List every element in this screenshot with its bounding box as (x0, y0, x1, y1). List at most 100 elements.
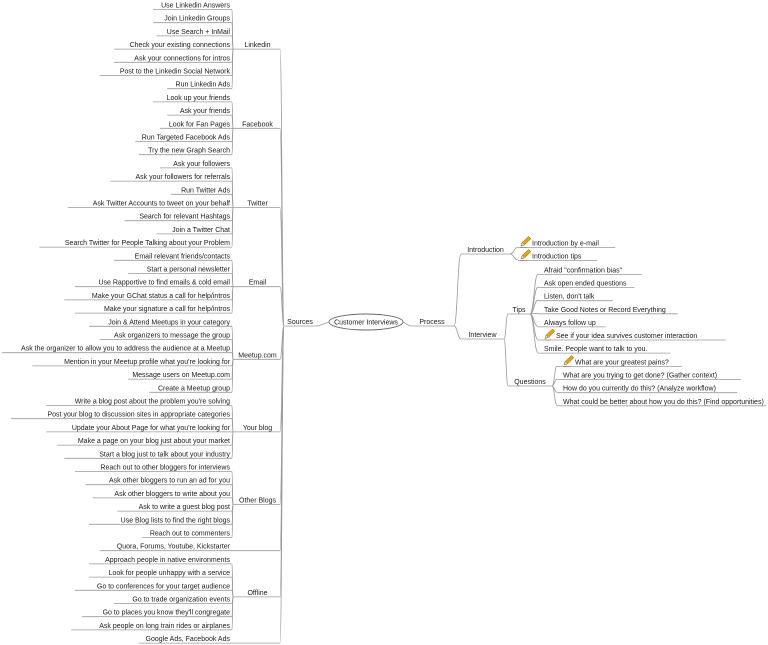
source-item: Post your blog to discussion sites in ap… (48, 412, 231, 419)
source-item: Ask organizers to message the group (114, 333, 230, 340)
category-twitter: Twitter (247, 201, 268, 208)
source-item: Look up your friends (167, 95, 231, 102)
source-item: Ask your connections for intros (134, 55, 230, 62)
pencil-icon (544, 328, 556, 341)
source-item: Ask your followers (173, 161, 230, 168)
pencil-icon (520, 249, 532, 261)
source-item: Use Linkedin Answers (161, 3, 230, 10)
source-item: Make your signature a call for help/intr… (104, 306, 231, 313)
tip-item: Afraid "confirmation bias" (544, 268, 623, 275)
source-item: Post to the Linkedin Social Network (120, 69, 231, 76)
source-item: Quora, Forums, Youtube, Kickstarter (117, 544, 231, 551)
category-to-item-link (231, 127, 234, 156)
source-item: Go to conferences for your target audien… (97, 583, 230, 590)
tips-label: Tips (513, 307, 526, 314)
source-item: Join Linkedin Groups (164, 16, 230, 23)
category-to-item-link (231, 207, 234, 248)
source-item: Update your About Page for what you're l… (72, 425, 231, 432)
interview-label: Interview (468, 332, 497, 339)
source-item: Try the new Graph Search (148, 148, 230, 155)
source-item: Go to places you know they'll congregate (103, 610, 231, 617)
source-item: Reach out to commenters (150, 531, 231, 538)
pencil-icon (563, 355, 575, 367)
sources-to-item-link (279, 325, 285, 644)
source-item: Approach people in native environments (105, 557, 230, 564)
tip-item: Take Good Notes or Record Everything (544, 307, 666, 314)
category-to-item-link (231, 504, 234, 538)
category-to-item-link (231, 431, 234, 459)
category-linkedin: Linkedin (244, 42, 270, 49)
source-item: Message users on Meetup.com (132, 372, 230, 379)
category-email: Email (249, 280, 267, 287)
source-item: Ask the organizer to allow you to addres… (21, 346, 230, 353)
process-to-interview-link (453, 325, 462, 340)
question-item: What could be better about how you do th… (563, 399, 764, 406)
tip-item: Ask open ended questions (544, 281, 627, 288)
source-item: Ask Twitter Accounts to tweet on your be… (93, 201, 230, 208)
questions-label: Questions (514, 379, 546, 386)
introduction-child-link (509, 246, 519, 255)
source-item: Search Twitter for People Talking about … (65, 240, 230, 247)
tip-item: Smile. People want to talk to you. (544, 346, 648, 353)
tip-item: Listen, don't talk (544, 294, 595, 301)
source-item: Look for Fan Pages (169, 121, 231, 128)
source-item: Look for people unhappy with a service (109, 570, 231, 577)
center-to-sources-link (317, 321, 330, 327)
source-item: Run Twitter Ads (181, 187, 230, 194)
category-other-blogs: Other Blogs (239, 498, 276, 505)
category-meetup-com: Meetup.com (238, 352, 277, 359)
source-item: Use Rapportive to find emails & cold ema… (98, 280, 230, 287)
sources-to-category-link (279, 286, 285, 327)
category-to-item-link (231, 48, 234, 90)
tip-item: See if your idea survives customer inter… (556, 333, 697, 340)
category-to-item-link (231, 596, 234, 631)
source-item: Ask to write a guest blog post (139, 504, 230, 511)
category-facebook: Facebook (242, 121, 273, 128)
introduction-child: Introduction tips (532, 254, 582, 261)
source-item: Google Ads, Facebook Ads (146, 636, 231, 643)
questions-child-link (551, 385, 558, 406)
source-item: Ask your friends (180, 108, 231, 115)
source-item: Check your existing connections (130, 42, 231, 49)
introduction-child-link (509, 253, 519, 261)
process-label: Process (419, 319, 445, 326)
source-item: Write a blog post about the problem you'… (75, 399, 230, 406)
category-to-item-link (231, 358, 234, 393)
source-item: Start a blog just to talk about your ind… (99, 451, 230, 458)
source-item: Use Search + InMail (167, 29, 231, 36)
question-item: How do you currently do this? (Analyze w… (563, 386, 716, 393)
tips-child-link (529, 313, 539, 353)
source-item: Start a personal newsletter (147, 267, 231, 274)
question-item: What are your greatest pains? (575, 360, 669, 367)
source-item: Go to trade organization events (132, 597, 230, 604)
source-item: Search for relevant Hashtags (139, 214, 230, 221)
category-to-item-link (231, 286, 234, 314)
interview-to-tips-link (503, 313, 509, 340)
source-item: Mention in your Meetup profile what you'… (64, 359, 231, 366)
question-item: What are you trying to get done? (Gather… (563, 373, 717, 380)
pencil-icon (520, 236, 532, 248)
sources-label: Sources (287, 319, 313, 326)
source-item: Make your GChat status a call for help/i… (92, 293, 231, 300)
interview-to-questions-link (503, 338, 509, 387)
center-to-process-link (402, 321, 411, 327)
tip-item: Always follow up (544, 320, 596, 327)
source-item: Email relevant friends/contacts (135, 253, 231, 260)
source-item: Create a Meetup group (158, 385, 230, 392)
source-item: Run Linkedin Ads (176, 82, 231, 89)
center-label: Customer Interviews (334, 320, 398, 327)
process-to-introduction-link (453, 253, 462, 327)
introduction-child: Introduction by e-mail (532, 241, 599, 248)
sources-to-category-link (279, 207, 285, 327)
source-item: Reach out to other bloggers for intervie… (100, 465, 230, 472)
source-item: Ask your followers for referrals (135, 174, 230, 181)
category-your-blog: Your blog (243, 425, 272, 432)
source-item: Make a page on your blog just about your… (78, 438, 230, 445)
source-item: Ask other bloggers to write about you (114, 491, 230, 498)
source-item: Use Blog lists to find the right blogs (121, 517, 231, 524)
source-item: Run Targeted Facebook Ads (142, 135, 231, 142)
source-item: Ask people on long train rides or airpla… (99, 623, 230, 630)
source-item: Join a Twitter Chat (172, 227, 230, 234)
sources-to-category-link (279, 325, 285, 360)
